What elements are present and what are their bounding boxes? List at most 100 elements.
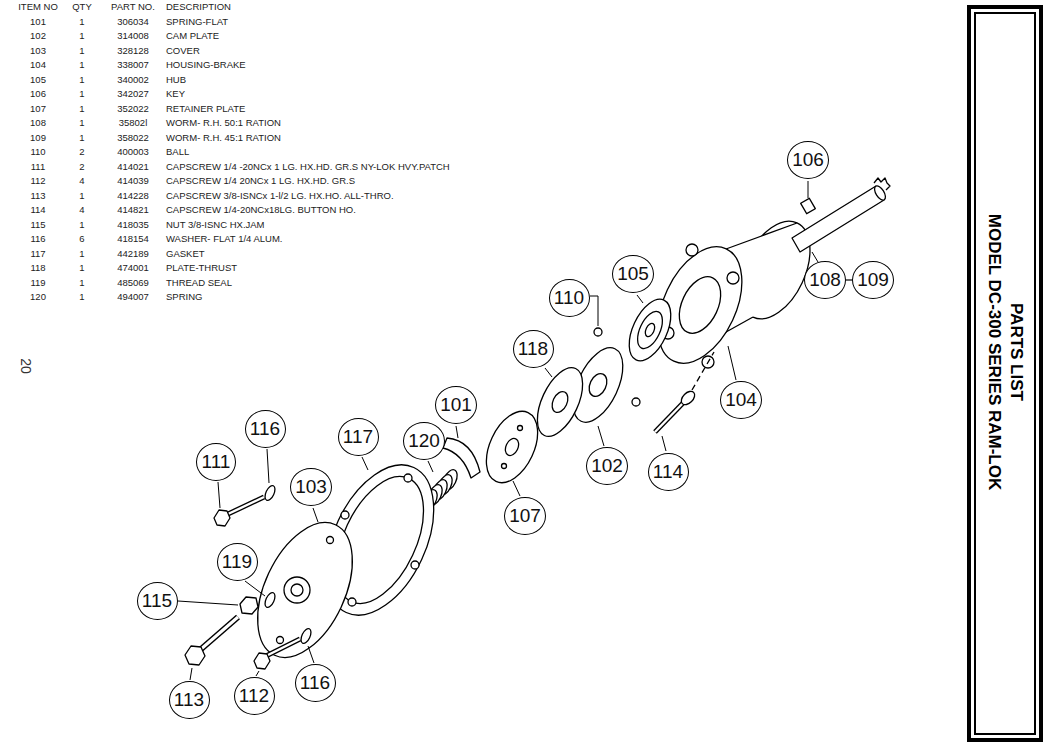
table-cell: 105	[14, 74, 62, 85]
callout-label: 117	[343, 426, 373, 448]
title: PARTS LIST	[1005, 213, 1027, 489]
housing-boss	[727, 272, 739, 284]
table-cell: 112	[14, 175, 62, 186]
leader-line	[190, 668, 192, 680]
table-cell: 115	[14, 219, 62, 230]
callout-number: 104	[720, 381, 762, 419]
table-cell: CAPSCREW 1/4 20NCx 1 LG. HX.HD. GR.S	[166, 175, 355, 186]
cam-plate-hole	[586, 371, 611, 400]
callout-label: 118	[518, 338, 548, 360]
table-cell: 110	[14, 146, 62, 157]
table-cell: 6	[70, 233, 94, 244]
table-header: DESCRIPTION	[166, 1, 231, 12]
table-cell: WASHER- FLAT 1/4 ALUM.	[166, 233, 283, 244]
table-cell: 109	[14, 132, 62, 143]
table-cell: WORM- R.H. 45:1 RATION	[166, 132, 281, 143]
cover-hole	[327, 537, 334, 544]
shaft-end	[872, 184, 887, 202]
table-cell: 107	[14, 103, 62, 114]
leader-line	[513, 481, 520, 496]
leader-line	[808, 181, 809, 198]
table-cell: 101	[14, 16, 62, 27]
callout-label: 119	[222, 551, 252, 573]
leader-line	[267, 449, 269, 483]
table-cell: 111	[14, 161, 62, 172]
callout-label: 120	[408, 430, 440, 452]
table-cell: 352022	[104, 103, 162, 114]
table-cell: SPRING-FLAT	[166, 16, 228, 27]
table-cell: BALL	[166, 146, 189, 157]
leader-line	[598, 426, 604, 446]
table-cell: 106	[14, 88, 62, 99]
table-cell: 418154	[104, 233, 162, 244]
screw-head	[254, 653, 270, 669]
callout-number: 103	[290, 468, 332, 506]
leader-line	[313, 508, 318, 522]
screw-shaft	[200, 617, 238, 650]
leader-line	[245, 581, 265, 596]
table-cell: 35802l	[104, 117, 162, 128]
screw-head	[214, 510, 230, 526]
callout-label: 104	[725, 389, 757, 411]
callout-number: 105	[612, 255, 654, 293]
leader-line	[256, 671, 259, 676]
leader-line	[308, 646, 314, 663]
retainer-plate	[476, 403, 548, 490]
table-cell: 414039	[104, 175, 162, 186]
table-cell: HUB	[166, 74, 186, 85]
callout-number: 112	[234, 677, 275, 715]
table-cell: 108	[14, 117, 62, 128]
table-cell: CAPSCREW 1/4-20NCx18LG. BUTTON HO.	[166, 204, 356, 215]
table-header: PART NO.	[104, 1, 162, 12]
table-cell: 1	[70, 74, 94, 85]
callout-label: 111	[202, 451, 231, 473]
leader-line	[637, 295, 643, 303]
callout-number: 119	[217, 543, 258, 581]
table-cell: 4	[70, 175, 94, 186]
washer	[299, 627, 313, 645]
table-cell: 119	[14, 277, 62, 288]
worm-shaft	[792, 186, 884, 252]
table-cell: 2	[70, 161, 94, 172]
callout-number: 106	[787, 141, 829, 179]
screw-shaft-fill	[266, 639, 300, 656]
callout-label: 109	[857, 269, 889, 291]
table-cell: HOUSING-BRAKE	[166, 59, 246, 70]
cover-hole	[277, 637, 284, 644]
callout-label: 101	[440, 394, 472, 416]
screw-shaft-fill	[655, 402, 684, 432]
callout-number: 109	[852, 261, 894, 299]
center-line	[692, 352, 714, 390]
table-cell: 117	[14, 248, 62, 259]
gasket-hole	[348, 598, 356, 606]
retainer-hole	[503, 436, 521, 457]
washer	[263, 484, 277, 502]
callout-number: 120	[403, 422, 445, 460]
housing-edge	[726, 223, 797, 249]
table-cell: 1	[70, 262, 94, 273]
table-cell: GASKET	[166, 248, 205, 259]
screw-shaft	[228, 497, 264, 514]
hub-ring	[632, 308, 667, 353]
callout-label: 113	[174, 689, 204, 711]
screw-shaft-fill	[228, 497, 264, 514]
cover-hole	[291, 584, 303, 596]
table-cell: SPRING	[166, 291, 202, 302]
callout-number: 111	[196, 443, 236, 481]
hub-hole	[643, 322, 656, 338]
callout-label: 108	[809, 269, 841, 291]
table-cell: 1	[70, 45, 94, 56]
table-cell: 1	[70, 59, 94, 70]
table-cell: CAPSCREW 3/8-ISNCx 1-l/2 LG. HX.HO. ALL-…	[166, 190, 394, 201]
table-cell: 4	[70, 204, 94, 215]
table-cell: 442189	[104, 248, 162, 259]
cover	[238, 508, 371, 672]
table-cell: 120	[14, 291, 62, 302]
key	[801, 198, 816, 213]
callout-number: 102	[586, 447, 628, 485]
table-cell: RETAINER PLATE	[166, 103, 245, 114]
gasket-hole	[411, 561, 419, 569]
callout-number: 116	[295, 664, 336, 702]
callout-number: 117	[338, 418, 379, 456]
callout-number: 107	[504, 497, 546, 535]
